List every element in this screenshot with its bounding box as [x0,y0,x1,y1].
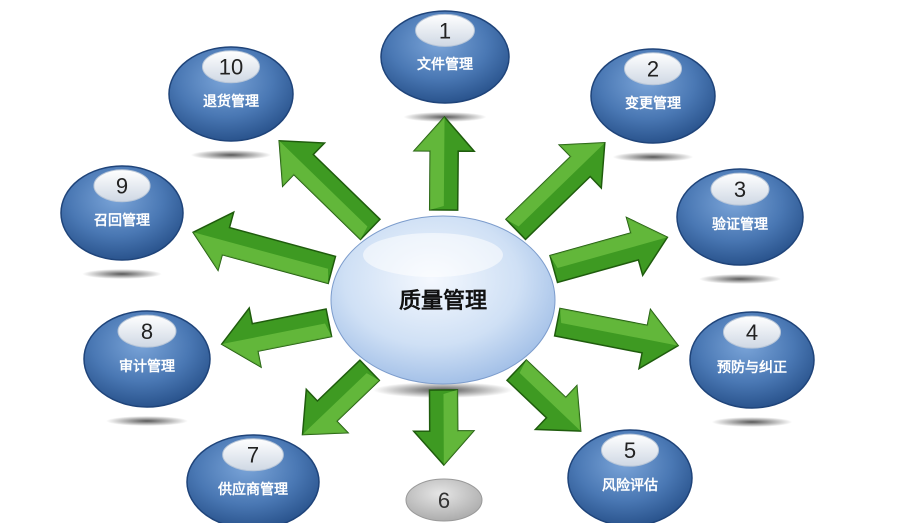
arrow-bevel [550,217,668,268]
arrow-bevel [414,117,445,210]
node-shadow [612,152,694,162]
node-number: 3 [734,177,746,202]
arrow-bevel [279,140,368,240]
number-bubble [117,314,177,348]
node-circle [590,48,716,144]
node-number: 5 [624,438,636,463]
node-3: 3 验证管理 [676,168,804,266]
node-number: 2 [647,57,659,82]
arrow-bevel [302,373,380,435]
node-number: 1 [439,18,451,43]
node-circle [676,168,804,266]
node-label: 风险评估 [602,477,658,494]
number-bubble [600,433,660,467]
arrow-bevel [519,360,581,432]
node-7: 7 供应商管理 [186,434,320,523]
center-highlight [363,233,503,277]
node-shadow [699,274,781,284]
node-label: 文件管理 [417,56,473,73]
node-9: 9 召回管理 [60,165,184,261]
node-circle [60,165,184,261]
node-label: 预防与纠正 [717,359,787,376]
node-1: 1 文件管理 [380,10,510,104]
node-number: 10 [219,55,243,80]
node-label: 退货管理 [203,93,259,110]
node-circle [567,429,693,523]
node-circle [689,311,815,409]
arrow-bevel [221,323,332,367]
arrow-bevel [506,142,605,227]
node-shadow [190,150,272,160]
number-bubble [623,52,683,86]
arrow-bevel [560,308,679,346]
node-circle [168,46,294,142]
number-bubble [710,172,770,206]
node-number: 7 [247,443,259,468]
node-5: 5 风险评估 [567,429,693,523]
arrow-bevel [443,389,474,465]
node-circle [83,310,211,408]
node-label: 验证管理 [712,216,768,233]
center-label: 质量管理 [399,288,487,314]
arrow-to-node-7 [301,359,381,436]
node-2: 2 变更管理 [590,48,716,144]
number-bubble [93,169,151,203]
node-number: 4 [746,320,758,345]
number-bubble [722,315,782,349]
node-circle [186,434,320,523]
arrow-bevel [193,232,329,284]
number-bubble [222,438,284,472]
node-label: 变更管理 [625,95,681,112]
node-8: 8 审计管理 [83,310,211,408]
node-label: 供应商管理 [217,481,288,498]
node-10: 10 退货管理 [168,46,294,142]
number-bubble [201,50,261,84]
node-label: 审计管理 [119,358,175,375]
node-shadow [106,416,188,426]
node-shadow [711,417,793,427]
node-6: 6 [405,478,483,522]
arrow-to-node-2 [504,142,606,241]
number-bubble [415,13,475,47]
node-number: 9 [116,174,128,199]
node-number: 8 [141,319,153,344]
node-label: 召回管理 [94,212,150,229]
node-circle-grey [405,478,483,522]
node-shadow [82,269,162,279]
node-4: 4 预防与纠正 [689,311,815,409]
node-circle [380,10,510,104]
node-number: 6 [438,488,450,513]
